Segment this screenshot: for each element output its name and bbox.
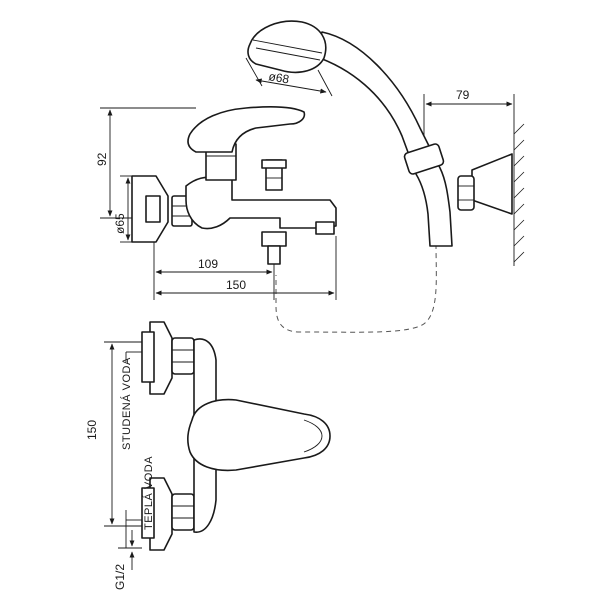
dim-height-label: 92 (95, 152, 109, 166)
lever-front (187, 398, 331, 472)
dim-showerhead-line (255, 78, 327, 94)
dim-inlet-spacing-label: 150 (85, 420, 99, 440)
dim-depth-label: 150 (226, 278, 246, 292)
rosette-hot (149, 477, 173, 551)
front-view: 150 STUDENÁ VODA TEPLÁ VODA G1/2 (85, 321, 331, 590)
faucet-side (131, 106, 337, 265)
dim-spout-label: 109 (198, 257, 218, 271)
dim-wall-offset-label: 79 (456, 88, 470, 102)
dim-rosette-label: ø65 (113, 213, 127, 234)
side-view: ø68 79 (95, 20, 525, 333)
dim-showerhead-label: ø68 (267, 69, 290, 86)
label-hot-water: TEPLÁ VODA (142, 456, 155, 530)
rosette-cold (149, 321, 173, 395)
shower-holder (457, 153, 513, 215)
label-cold-water: STUDENÁ VODA (120, 357, 133, 450)
handshower-collar (403, 143, 445, 175)
shower-hose (275, 243, 437, 333)
handshower-handle (313, 31, 453, 247)
wall (513, 120, 525, 266)
dim-thread-label: G1/2 (113, 564, 127, 590)
